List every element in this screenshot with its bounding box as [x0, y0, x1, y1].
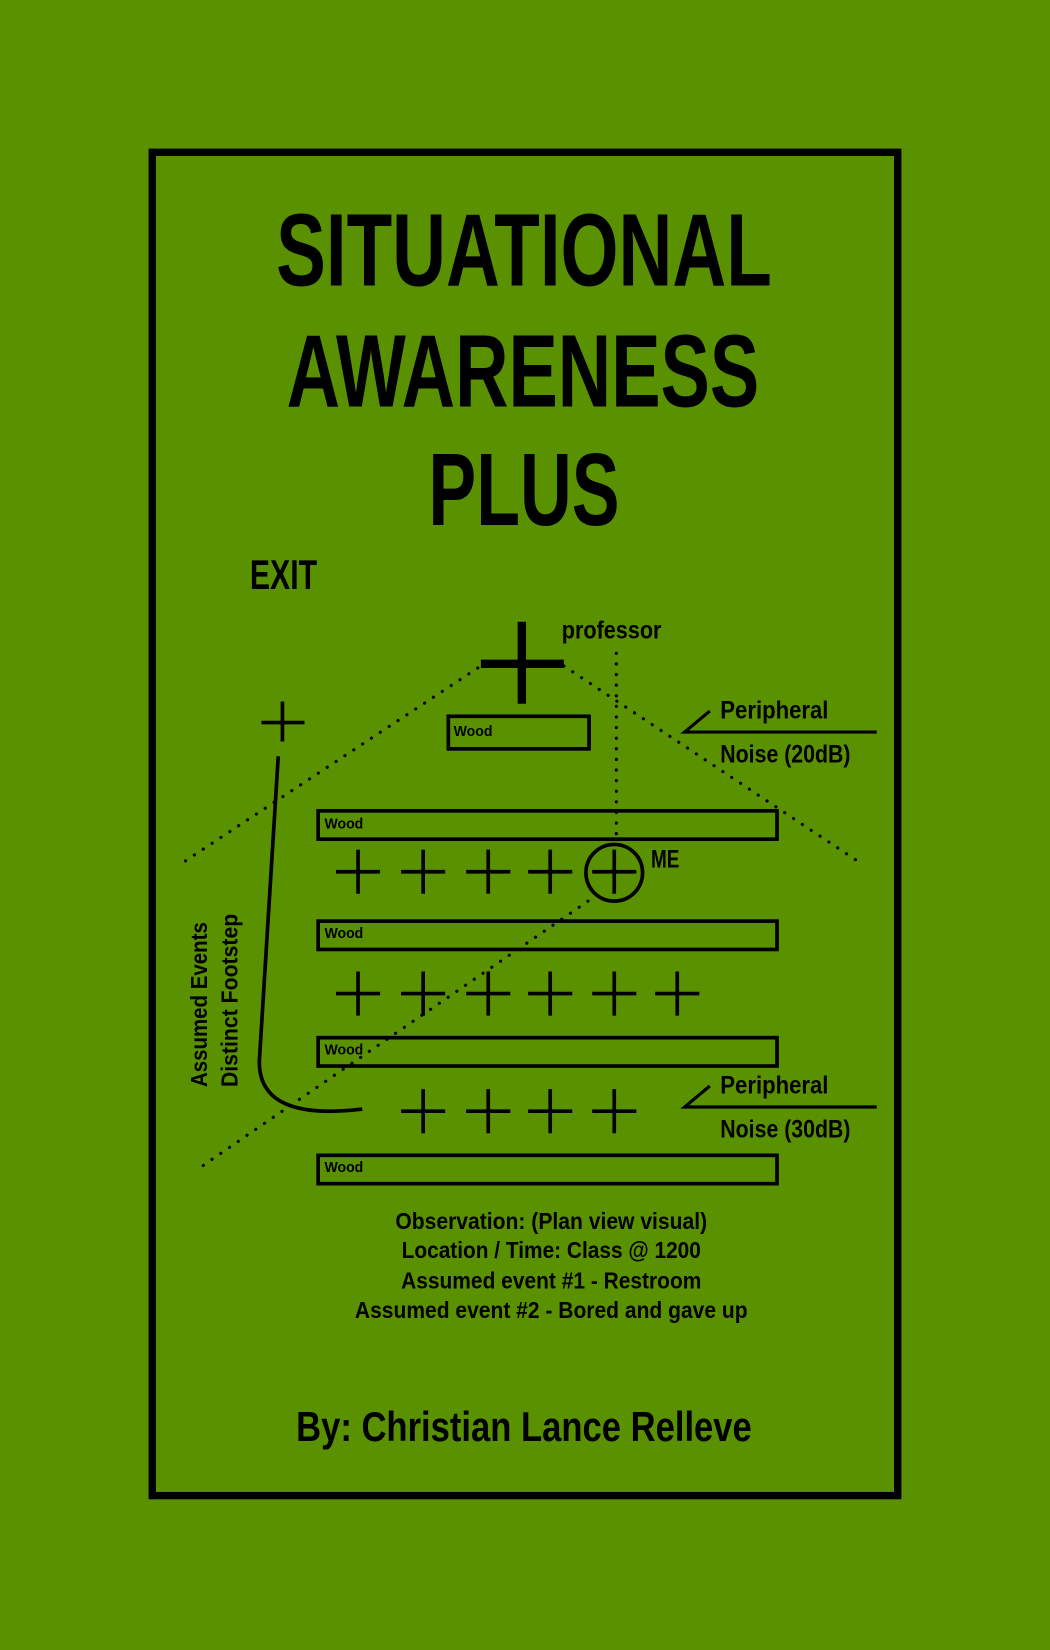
student-cross-icon	[401, 1089, 446, 1134]
title-line-1: SITUATIONAL	[276, 193, 772, 308]
note-location-time: Location / Time: Class @ 1200	[402, 1237, 701, 1263]
me-label: ME	[651, 846, 679, 874]
wood-label: Wood	[454, 724, 493, 740]
footstep-path	[257, 756, 363, 1114]
wood-label: Wood	[324, 1042, 363, 1058]
peripheral-bottom-pointer	[680, 1084, 877, 1109]
student-crosses	[336, 849, 700, 1134]
peripheral-bottom-label: Peripheral	[720, 1071, 828, 1099]
student-cross-icon	[466, 1089, 511, 1134]
wood-label: Wood	[324, 1160, 363, 1176]
wood-label: Wood	[324, 817, 363, 833]
peripheral-top-label: Peripheral	[720, 696, 828, 724]
wood-row-3: Wood	[316, 1035, 779, 1068]
exit-person-cross-icon	[261, 701, 305, 742]
student-cross-icon	[655, 971, 700, 1016]
professor-desk	[446, 714, 591, 751]
student-cross-icon	[528, 971, 573, 1016]
student-cross-icon	[401, 971, 446, 1016]
peripheral-top-noise: Noise (20dB)	[720, 741, 850, 769]
wood-label: Wood	[324, 926, 363, 942]
peripheral-bottom-noise: Noise (30dB)	[720, 1115, 850, 1143]
professor-cross-icon	[480, 621, 564, 704]
author-credit: By: Christian Lance Relleve	[296, 1403, 752, 1450]
sightline-right	[562, 664, 863, 865]
exit-label: EXIT	[250, 551, 317, 598]
student-cross-icon	[592, 1089, 637, 1134]
note-event-2: Assumed event #2 - Bored and gave up	[355, 1297, 748, 1323]
student-cross-icon	[592, 849, 637, 894]
title-line-3: PLUS	[428, 432, 619, 547]
side-label-assumed-events: Assumed Events	[186, 922, 212, 1087]
student-cross-icon	[466, 971, 511, 1016]
title-line-2: AWARENESS	[287, 313, 759, 428]
me-circle-icon	[584, 842, 645, 903]
student-cross-icon	[466, 849, 511, 894]
student-cross-icon	[401, 849, 446, 894]
student-cross-icon	[528, 849, 573, 894]
side-label-distinct-footstep: Distinct Footstep	[216, 914, 242, 1087]
sightline-diagonal	[201, 899, 590, 1168]
wood-row-1: Wood	[316, 808, 779, 842]
wood-row-4: Wood	[316, 1153, 779, 1186]
note-event-1: Assumed event #1 - Restroom	[401, 1268, 701, 1294]
student-cross-icon	[592, 971, 637, 1016]
student-cross-icon	[336, 971, 381, 1016]
peripheral-top-pointer	[680, 709, 877, 734]
frame-border	[148, 148, 902, 1500]
note-observation: Observation: (Plan view visual)	[395, 1208, 707, 1234]
sightline-left	[180, 666, 480, 865]
professor-label: professor	[562, 617, 662, 645]
student-cross-icon	[528, 1089, 573, 1134]
wood-row-2: Wood	[316, 919, 779, 952]
student-cross-icon	[336, 849, 381, 894]
